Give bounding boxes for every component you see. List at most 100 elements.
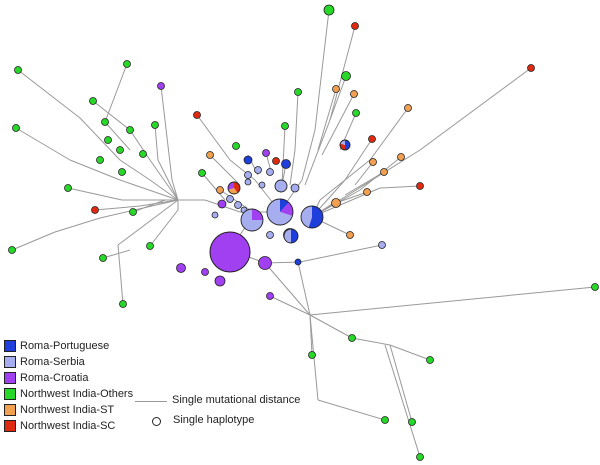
mutation-edge xyxy=(119,179,179,201)
mutation-edge xyxy=(102,249,131,259)
haplotype-node xyxy=(323,4,335,16)
mutation-edge xyxy=(351,337,391,346)
mutation-edge xyxy=(117,244,124,305)
pie-slice xyxy=(280,202,293,217)
haplotype-pie-node xyxy=(227,181,241,195)
haplotype-node xyxy=(243,155,253,165)
mutation-edge xyxy=(335,191,368,204)
mutation-edge xyxy=(69,159,121,181)
mutation-edge xyxy=(309,286,596,316)
mutation-edge xyxy=(384,344,421,458)
haplotype-node xyxy=(119,300,127,308)
haplotype-node xyxy=(118,168,126,176)
legend-label: Northwest India-SC xyxy=(20,420,116,432)
haplotype-node xyxy=(14,66,22,74)
mutation-edge xyxy=(149,179,179,201)
legend-label: Roma-Portuguese xyxy=(20,340,110,352)
mutation-edge xyxy=(160,85,173,181)
mutation-edge xyxy=(269,295,311,316)
pie-outline xyxy=(227,181,241,195)
haplotype-node xyxy=(294,258,302,266)
legend-item-roma-croatia: Roma-Croatia xyxy=(4,370,133,386)
mutation-edge xyxy=(419,67,532,151)
legend-swatch xyxy=(4,356,16,368)
mutation-edge xyxy=(139,199,179,207)
haplotype-node xyxy=(350,90,358,98)
mutation-edge xyxy=(301,129,316,181)
haplotype-node xyxy=(266,168,274,176)
haplotype-node xyxy=(368,135,376,143)
haplotype-pie-node xyxy=(339,139,351,151)
key-circle-sample xyxy=(152,417,161,426)
pie-slice xyxy=(340,143,345,150)
mutation-edge xyxy=(104,63,128,123)
haplotype-node xyxy=(96,156,104,164)
haplotype-node xyxy=(64,184,72,192)
legend: Roma-Portuguese Roma-Serbia Roma-Croatia… xyxy=(4,338,133,434)
haplotype-node xyxy=(151,121,159,129)
haplotype-node xyxy=(244,178,252,186)
mutation-edge xyxy=(67,187,123,201)
haplotype-node xyxy=(217,199,227,209)
mutation-edge xyxy=(54,217,101,233)
legend-swatch xyxy=(4,420,16,432)
mutation-edge xyxy=(344,171,385,196)
pie-outline xyxy=(266,198,294,226)
haplotype-pie-node xyxy=(266,198,294,226)
haplotype-node xyxy=(211,211,219,219)
key-line-label: Single mutational distance xyxy=(172,394,301,406)
mutation-edge xyxy=(219,189,251,211)
mutation-edge xyxy=(117,199,179,246)
haplotype-node xyxy=(272,157,280,165)
mutation-edge xyxy=(304,119,331,186)
haplotype-node xyxy=(91,206,99,214)
haplotype-node xyxy=(123,60,131,68)
pie-slice xyxy=(340,140,345,145)
haplotype-node xyxy=(146,242,154,250)
haplotype-node xyxy=(527,64,535,72)
mutation-edge xyxy=(149,209,179,247)
mutation-edge xyxy=(94,205,141,211)
haplotype-node xyxy=(201,268,209,276)
haplotype-node xyxy=(126,126,134,134)
haplotype-node xyxy=(331,198,341,208)
haplotype-node xyxy=(116,146,124,154)
pie-slice xyxy=(241,209,263,231)
mutation-edge xyxy=(15,127,71,161)
haplotype-pie-node xyxy=(240,208,264,232)
legend-swatch xyxy=(4,404,16,416)
pie-slice xyxy=(301,206,312,228)
haplotype-node xyxy=(214,275,226,287)
mutation-edge xyxy=(157,159,179,201)
mutation-edge xyxy=(201,172,226,201)
haplotype-node xyxy=(234,201,242,209)
haplotype-node xyxy=(157,82,165,90)
legend-item-nw-india-st: Northwest India-ST xyxy=(4,402,133,418)
haplotype-node xyxy=(408,418,416,426)
pie-slice xyxy=(308,205,324,229)
mutation-edge xyxy=(99,199,179,219)
mutation-edge xyxy=(389,344,431,361)
haplotype-node xyxy=(378,241,386,249)
pie-slice xyxy=(267,199,293,226)
mutation-edge xyxy=(309,314,313,356)
haplotype-node xyxy=(369,158,377,166)
mutation-edge xyxy=(104,121,131,151)
legend-swatch xyxy=(4,372,16,384)
haplotype-pie-node xyxy=(274,179,288,193)
haplotype-node xyxy=(8,246,16,254)
haplotype-node xyxy=(266,231,274,239)
haplotype-node xyxy=(176,263,186,273)
mutation-edge xyxy=(289,149,296,186)
haplotype-node xyxy=(104,136,112,144)
legend-label: Roma-Croatia xyxy=(20,372,89,384)
mutation-edge xyxy=(132,199,166,213)
haplotype-node xyxy=(290,183,300,193)
haplotype-node xyxy=(380,168,388,176)
haplotype-node xyxy=(266,292,274,300)
haplotype-node xyxy=(281,159,291,169)
haplotype-node xyxy=(258,181,266,189)
pie-outline xyxy=(300,205,324,229)
mutation-edge xyxy=(309,314,353,339)
